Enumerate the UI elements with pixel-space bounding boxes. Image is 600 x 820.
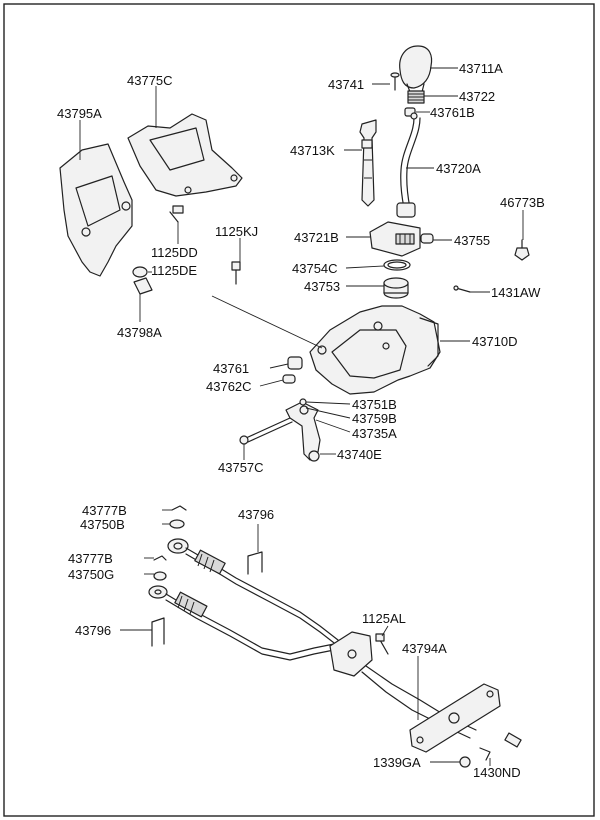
select-cable <box>185 547 339 647</box>
label-43755: 43755 <box>454 233 490 248</box>
shift-knob <box>399 45 433 93</box>
bolt-1125AL <box>375 633 389 655</box>
bushing-43750G <box>153 571 167 581</box>
bushing-43761 <box>287 356 303 370</box>
label-1339GA: 1339GA <box>373 755 421 770</box>
diagram-frame <box>3 3 595 817</box>
cover-bracket-43775C <box>127 113 243 197</box>
label-43751B: 43751B <box>352 397 397 412</box>
label-46773B: 46773B <box>500 195 545 210</box>
knob-pin <box>390 72 400 91</box>
shift-cable <box>165 591 335 661</box>
bolt-1125DD <box>169 205 184 223</box>
label-43750G: 43750G <box>68 567 114 582</box>
clip-43798A <box>133 277 153 295</box>
nut-1339GA <box>459 756 471 768</box>
shift-lever-rod <box>396 112 421 218</box>
mounting-plate-43794A <box>409 683 501 753</box>
cable-end-eye-upper <box>167 538 189 554</box>
cable-bracket <box>329 631 373 677</box>
label-43796-upper: 43796 <box>238 507 274 522</box>
cable-end-eye-lower <box>148 585 168 599</box>
label-43735A: 43735A <box>352 426 397 441</box>
lever-bushing-43755 <box>420 233 434 244</box>
label-43759B: 43759B <box>352 411 397 426</box>
clip-1125DE <box>132 266 148 278</box>
label-43762C: 43762C <box>206 379 252 394</box>
label-43741: 43741 <box>328 77 364 92</box>
part-labels: 43711A 43741 43722 43761B 43775C 43795A … <box>57 61 545 780</box>
label-43754C: 43754C <box>292 261 338 276</box>
clip-46773B <box>514 239 530 261</box>
label-1431AW: 1431AW <box>491 285 541 300</box>
pin-1431AW <box>453 285 471 293</box>
label-43722: 43722 <box>459 89 495 104</box>
leader-lines <box>79 67 524 766</box>
label-43777B-lower: 43777B <box>68 551 113 566</box>
clip-1430ND <box>479 732 522 761</box>
label-43796-lower: 43796 <box>75 623 111 638</box>
socket-43753 <box>383 277 409 299</box>
clip-43777B-lower <box>153 555 167 561</box>
clip-43796-lower <box>151 617 165 647</box>
label-43740E: 43740E <box>337 447 382 462</box>
label-43710D: 43710D <box>472 334 518 349</box>
clip-43796-upper <box>247 551 263 575</box>
label-43795A: 43795A <box>57 106 102 121</box>
bushing-43762C <box>282 374 296 384</box>
lever-43740E <box>285 401 321 462</box>
label-43761B: 43761B <box>430 105 475 120</box>
label-43761: 43761 <box>213 361 249 376</box>
lever-boot-rod <box>359 119 377 207</box>
label-43794A: 43794A <box>402 641 447 656</box>
lever-seat <box>369 221 421 257</box>
label-43711A: 43711A <box>459 61 503 76</box>
label-43713K: 43713K <box>290 143 335 158</box>
label-43757C: 43757C <box>218 460 264 475</box>
bushing-43750B <box>169 519 185 529</box>
knob-spring <box>407 90 425 104</box>
label-1125AL: 1125AL <box>362 611 406 626</box>
shift-housing-43710D <box>309 305 441 395</box>
label-43753: 43753 <box>304 279 340 294</box>
label-1125DD: 1125DD <box>151 245 198 260</box>
label-1125DE: 1125DE <box>151 263 197 278</box>
label-43777B-upper: 43777B <box>82 503 127 518</box>
label-1430ND: 1430ND <box>473 765 521 780</box>
bolt-43757C <box>239 417 293 445</box>
label-43720A: 43720A <box>436 161 481 176</box>
label-43775C: 43775C <box>127 73 173 88</box>
clip-43777B-upper <box>171 505 187 511</box>
label-43750B: 43750B <box>80 517 125 532</box>
label-1125KJ: 1125KJ <box>215 224 258 239</box>
label-43721B: 43721B <box>294 230 339 245</box>
ring-43754C <box>383 259 411 271</box>
washer-43751B <box>299 398 307 406</box>
cover-plate-43795A <box>59 143 133 277</box>
label-43798A: 43798A <box>117 325 162 340</box>
bolt-1125KJ <box>231 261 241 285</box>
